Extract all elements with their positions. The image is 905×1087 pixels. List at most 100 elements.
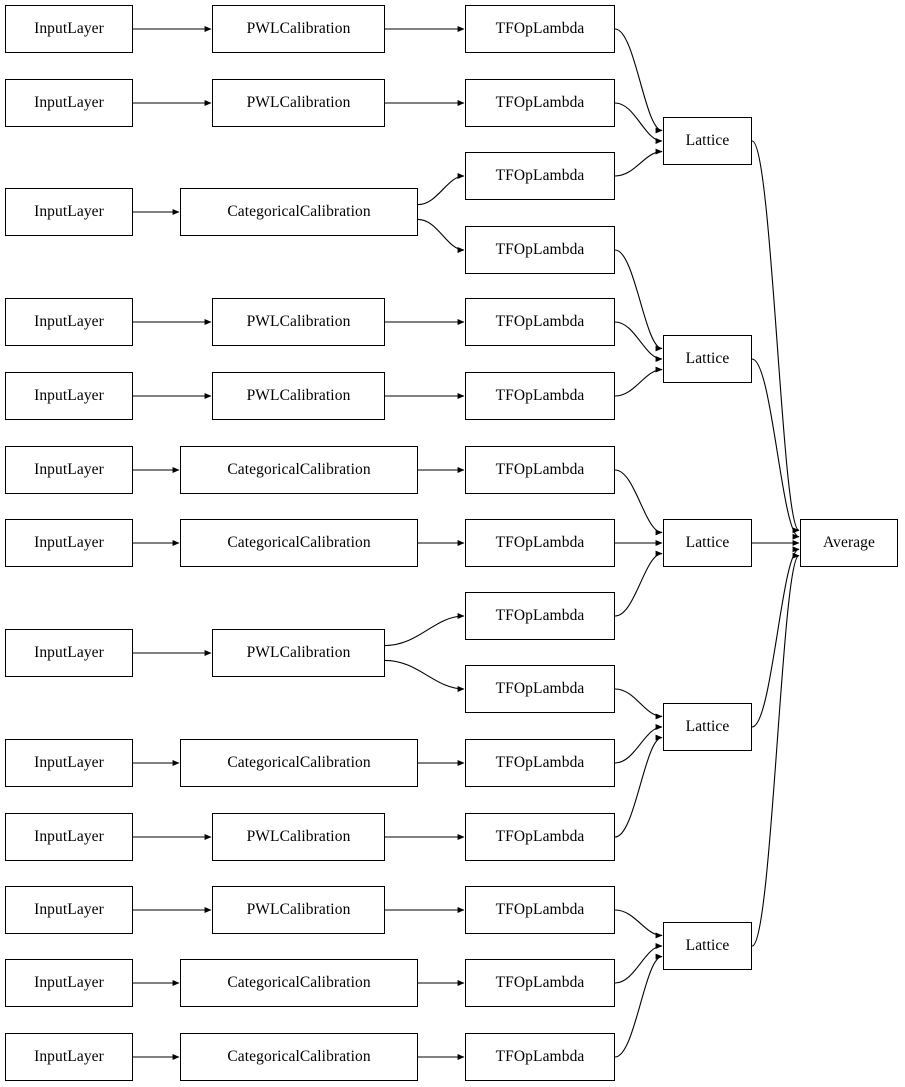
node-inputlayer[interactable]: InputLayer xyxy=(5,1033,133,1081)
node-label: TFOpLambda xyxy=(495,20,585,38)
node-pwlcalibration[interactable]: PWLCalibration xyxy=(212,629,385,677)
node-tfoplambda[interactable]: TFOpLambda xyxy=(465,813,615,861)
node-inputlayer[interactable]: InputLayer xyxy=(5,5,133,53)
node-label: PWLCalibration xyxy=(246,387,351,405)
node-label: TFOpLambda xyxy=(495,94,585,112)
edge-op6-to-lat2 xyxy=(614,469,663,536)
node-categoricalcalibration[interactable]: CategoricalCalibration xyxy=(180,739,418,787)
node-label: InputLayer xyxy=(34,901,104,919)
node-lattice[interactable]: Lattice xyxy=(663,922,752,970)
edge-cal2-to-op3 xyxy=(417,218,465,253)
node-tfoplambda[interactable]: TFOpLambda xyxy=(465,5,615,53)
node-label: InputLayer xyxy=(34,387,104,405)
node-label: CategoricalCalibration xyxy=(227,974,371,992)
node-label: TFOpLambda xyxy=(495,387,585,405)
node-label: PWLCalibration xyxy=(246,828,351,846)
node-pwlcalibration[interactable]: PWLCalibration xyxy=(212,372,385,420)
node-tfoplambda[interactable]: TFOpLambda xyxy=(465,372,615,420)
node-label: InputLayer xyxy=(34,461,104,479)
edge-op11-to-lat3 xyxy=(614,734,663,838)
node-lattice[interactable]: Lattice xyxy=(663,117,752,165)
node-label: TFOpLambda xyxy=(495,313,585,331)
node-label: InputLayer xyxy=(34,828,104,846)
node-pwlcalibration[interactable]: PWLCalibration xyxy=(212,5,385,53)
node-label: TFOpLambda xyxy=(495,828,585,846)
node-tfoplambda[interactable]: TFOpLambda xyxy=(465,152,615,200)
node-lattice[interactable]: Lattice xyxy=(663,335,752,383)
node-inputlayer[interactable]: InputLayer xyxy=(5,629,133,677)
node-label: CategoricalCalibration xyxy=(227,1048,371,1066)
node-tfoplambda[interactable]: TFOpLambda xyxy=(465,226,615,274)
node-tfoplambda[interactable]: TFOpLambda xyxy=(465,739,615,787)
node-tfoplambda[interactable]: TFOpLambda xyxy=(465,959,615,1007)
edge-op12-to-lat4 xyxy=(614,909,663,939)
node-label: CategoricalCalibration xyxy=(227,754,371,772)
node-pwlcalibration[interactable]: PWLCalibration xyxy=(212,886,385,934)
node-label: InputLayer xyxy=(34,534,104,552)
node-label: CategoricalCalibration xyxy=(227,534,371,552)
node-inputlayer[interactable]: InputLayer xyxy=(5,886,133,934)
node-inputlayer[interactable]: InputLayer xyxy=(5,446,133,494)
edge-cal2-to-op2 xyxy=(417,173,465,206)
edge-op14-to-lat4 xyxy=(614,953,663,1058)
node-tfoplambda[interactable]: TFOpLambda xyxy=(465,665,615,713)
node-categoricalcalibration[interactable]: CategoricalCalibration xyxy=(180,519,418,567)
node-categoricalcalibration[interactable]: CategoricalCalibration xyxy=(180,188,418,236)
node-label: InputLayer xyxy=(34,94,104,112)
node-pwlcalibration[interactable]: PWLCalibration xyxy=(212,813,385,861)
node-label: PWLCalibration xyxy=(246,901,351,919)
node-tfoplambda[interactable]: TFOpLambda xyxy=(465,519,615,567)
node-tfoplambda[interactable]: TFOpLambda xyxy=(465,79,615,127)
node-inputlayer[interactable]: InputLayer xyxy=(5,519,133,567)
node-average[interactable]: Average xyxy=(800,519,898,567)
node-pwlcalibration[interactable]: PWLCalibration xyxy=(212,79,385,127)
node-pwlcalibration[interactable]: PWLCalibration xyxy=(212,298,385,346)
node-label: TFOpLambda xyxy=(495,461,585,479)
node-label: Lattice xyxy=(685,718,730,736)
node-label: CategoricalCalibration xyxy=(227,203,371,221)
node-label: TFOpLambda xyxy=(495,241,585,259)
node-inputlayer[interactable]: InputLayer xyxy=(5,959,133,1007)
node-label: TFOpLambda xyxy=(495,607,585,625)
node-categoricalcalibration[interactable]: CategoricalCalibration xyxy=(180,959,418,1007)
node-categoricalcalibration[interactable]: CategoricalCalibration xyxy=(180,446,418,494)
node-tfoplambda[interactable]: TFOpLambda xyxy=(465,886,615,934)
edge-op1-to-lat0 xyxy=(614,102,663,144)
node-inputlayer[interactable]: InputLayer xyxy=(5,298,133,346)
node-label: TFOpLambda xyxy=(495,534,585,552)
node-label: InputLayer xyxy=(34,974,104,992)
edge-op2-to-lat0 xyxy=(614,148,663,177)
node-label: TFOpLambda xyxy=(495,680,585,698)
node-tfoplambda[interactable]: TFOpLambda xyxy=(465,446,615,494)
node-label: TFOpLambda xyxy=(495,901,585,919)
node-tfoplambda[interactable]: TFOpLambda xyxy=(465,1033,615,1081)
node-inputlayer[interactable]: InputLayer xyxy=(5,188,133,236)
edge-cal7-to-op8 xyxy=(384,613,465,647)
node-label: Lattice xyxy=(685,937,730,955)
edge-lat4-to-avg xyxy=(751,552,800,947)
node-inputlayer[interactable]: InputLayer xyxy=(5,372,133,420)
node-inputlayer[interactable]: InputLayer xyxy=(5,739,133,787)
node-label: InputLayer xyxy=(34,20,104,38)
node-tfoplambda[interactable]: TFOpLambda xyxy=(465,592,615,640)
node-label: TFOpLambda xyxy=(495,1048,585,1066)
node-label: TFOpLambda xyxy=(495,974,585,992)
edge-lat0-to-avg xyxy=(751,140,800,534)
node-label: PWLCalibration xyxy=(246,644,351,662)
edge-op0-to-lat0 xyxy=(614,28,663,134)
node-inputlayer[interactable]: InputLayer xyxy=(5,813,133,861)
node-lattice[interactable]: Lattice xyxy=(663,703,752,751)
edge-op10-to-lat3 xyxy=(614,724,663,764)
node-categoricalcalibration[interactable]: CategoricalCalibration xyxy=(180,1033,418,1081)
node-inputlayer[interactable]: InputLayer xyxy=(5,79,133,127)
node-tfoplambda[interactable]: TFOpLambda xyxy=(465,298,615,346)
edge-op4-to-lat1 xyxy=(614,321,663,362)
node-lattice[interactable]: Lattice xyxy=(663,519,752,567)
node-label: TFOpLambda xyxy=(495,754,585,772)
node-label: TFOpLambda xyxy=(495,167,585,185)
node-label: Lattice xyxy=(685,350,730,368)
edge-op3-to-lat1 xyxy=(614,249,663,352)
edge-cal7-to-op9 xyxy=(384,659,465,692)
